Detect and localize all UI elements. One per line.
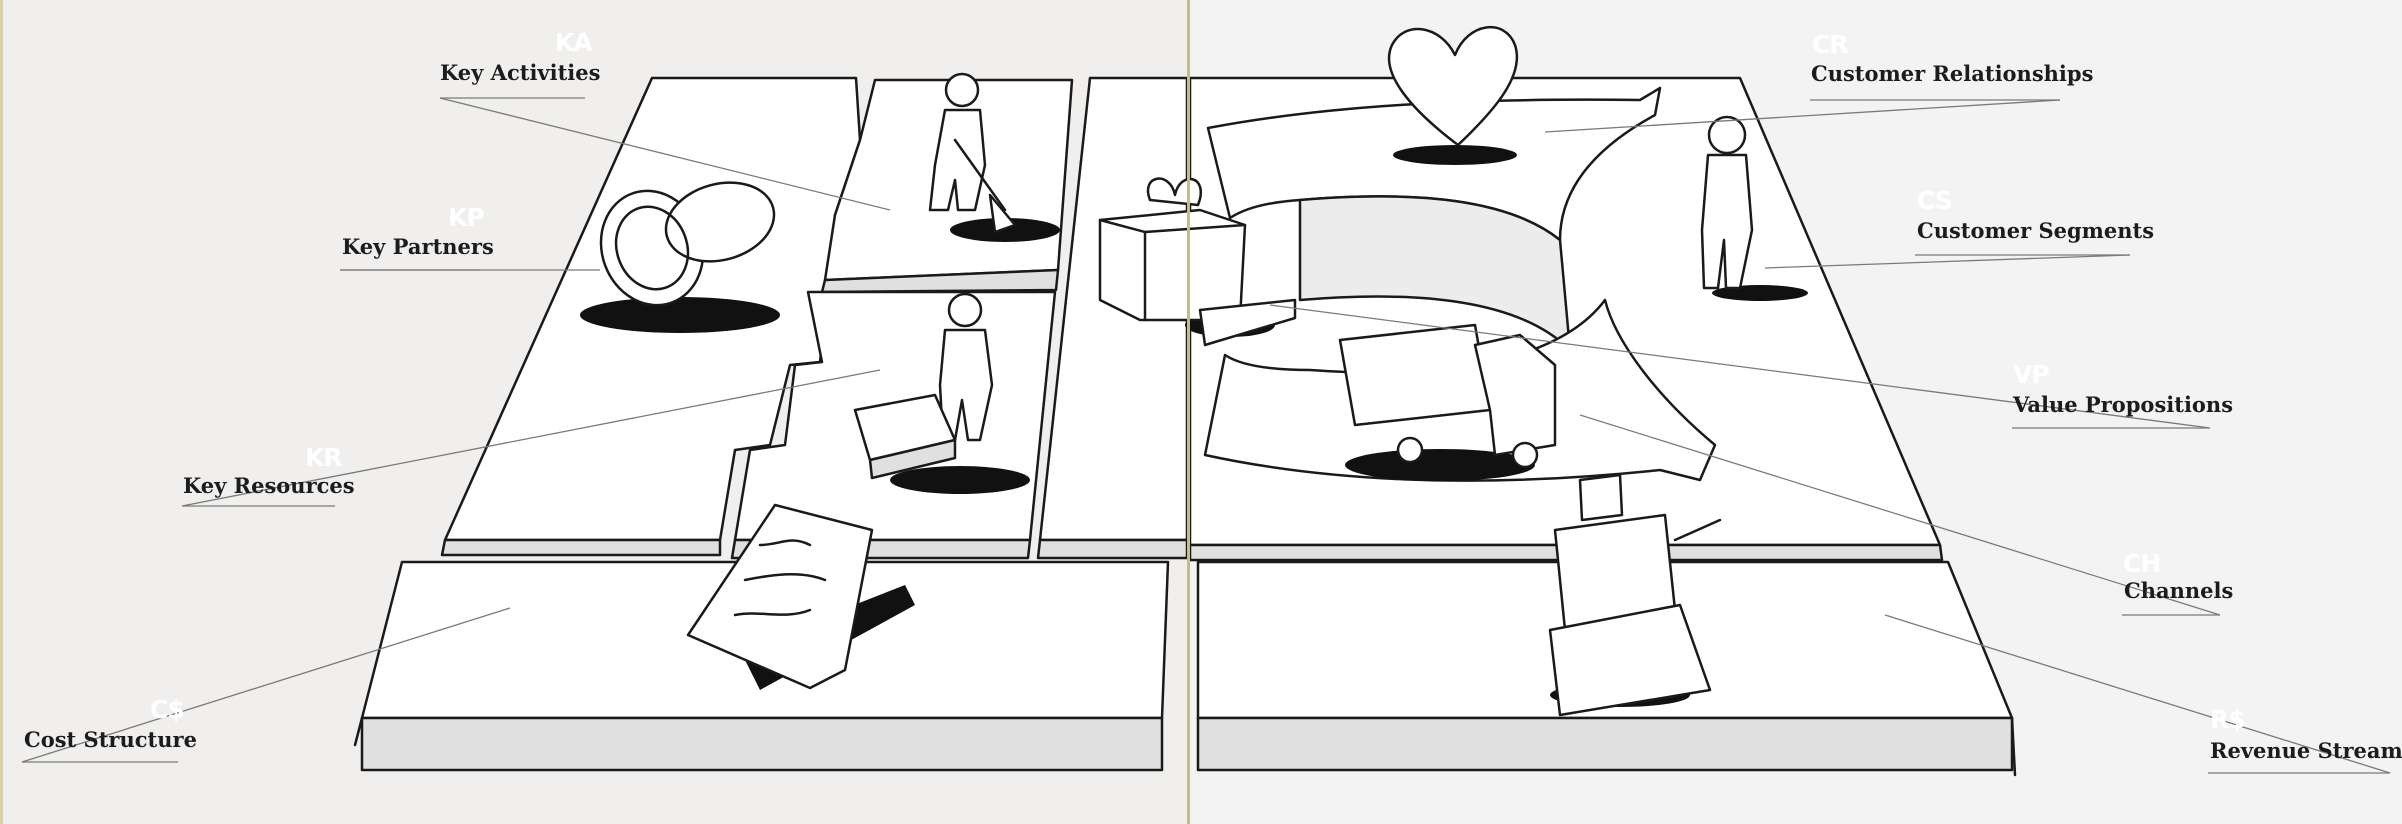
cost-structure-label: Cost Structure	[24, 729, 197, 750]
ka-abbreviation: KA	[555, 30, 592, 55]
channels-label: Channels	[2124, 580, 2233, 601]
key-activities-label: Key Activities	[440, 62, 600, 83]
key-partners-label: Key Partners	[342, 236, 494, 257]
value-propositions-label: Value Propositions	[2013, 394, 2233, 415]
kp-abbreviation: KP	[448, 205, 484, 230]
vp-abbreviation: VP	[2013, 362, 2049, 387]
ch-abbreviation: CH	[2123, 551, 2160, 576]
rs-abbreviation: R$	[2210, 707, 2245, 732]
delivery-truck-icon	[1340, 325, 1555, 481]
key-resources-label: Key Resources	[183, 475, 355, 496]
cr-abbreviation: CR	[1812, 32, 1848, 57]
cs-abbreviation: CS	[1917, 188, 1952, 213]
revenue-streams-label: Revenue Streams	[2210, 740, 2402, 761]
center-divider	[1187, 0, 1190, 824]
kr-abbreviation: KR	[305, 445, 342, 470]
cost-structure-abbreviation: C$	[150, 697, 184, 722]
customer-relationships-label: Customer Relationships	[1811, 63, 2093, 84]
customer-segments-label: Customer Segments	[1917, 220, 2154, 241]
